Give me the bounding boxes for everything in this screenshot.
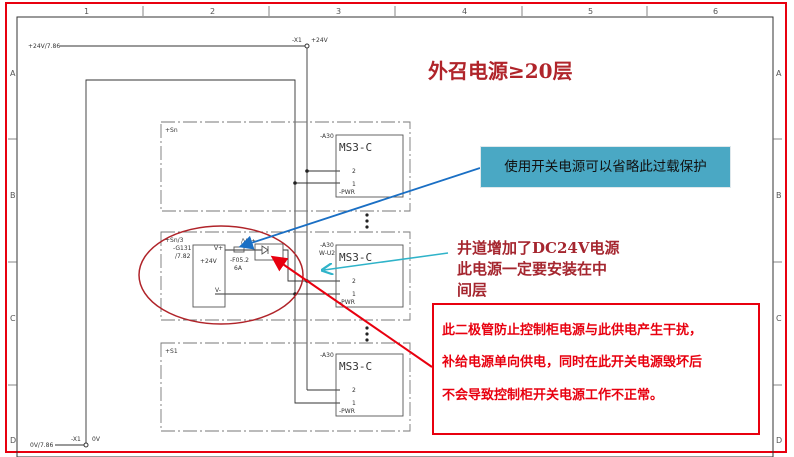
column-label: 4 (462, 7, 467, 16)
row-label: A (776, 69, 782, 78)
fuse-id: -F05.2 (230, 257, 249, 264)
pin-label: 1 (352, 291, 356, 298)
highlight-border (5, 2, 787, 453)
note-line: 补给电源单向供电，同时在此开关电源毁坏后 (442, 355, 703, 370)
overload-note: 使用开关电源可以省略此过载保护 (480, 146, 731, 188)
pin-group-label: -PWR (339, 299, 355, 306)
pin-label: 1 (352, 400, 356, 407)
row-label: B (776, 191, 782, 200)
column-label: 1 (84, 7, 89, 16)
terminal-icon (304, 43, 310, 49)
pin-label: 2 (352, 387, 356, 394)
pin-group-label: -PWR (339, 408, 355, 415)
module-name: MS3-C (339, 141, 372, 154)
highlight-ellipse (138, 225, 304, 325)
red-arrow (270, 255, 433, 368)
module-id: -A30 (320, 352, 334, 359)
terminal-id: -X1 (71, 436, 81, 443)
row-label: D (776, 436, 782, 445)
row-label: D (10, 436, 16, 445)
psu-vplus: V+ (214, 245, 223, 252)
pin-group-label: -PWR (339, 189, 355, 196)
column-label: 2 (210, 7, 215, 16)
row-label: C (776, 314, 782, 323)
column-label: 5 (588, 7, 593, 16)
modules (192, 134, 404, 417)
note-line: 井道增加了DC24V电源 (457, 239, 620, 257)
column-ticks (8, 6, 782, 386)
diode-note-box: 此二极管防止控制柜电源与此供电产生干扰， 补给电源单向供电，同时在此开关电源毁坏… (432, 303, 760, 435)
fuse-rating: 6A (234, 265, 243, 272)
module-name: MS3-C (339, 251, 372, 264)
module-id: -A30 (320, 133, 334, 140)
wiring (55, 45, 340, 446)
location-boxes (160, 121, 411, 432)
supply-bottom-label: 0V/7.86 (30, 442, 53, 449)
terminal-label: +24V (311, 37, 329, 44)
psu-ref: /7.82 (175, 253, 191, 260)
note-line: 此电源一定要安装在中 (457, 260, 608, 278)
junction-dots (293, 169, 369, 342)
drawing-frame (16, 16, 774, 457)
module-sub: W-U2 (319, 250, 335, 257)
psu-id: -G131 (173, 245, 192, 252)
column-label: 6 (713, 7, 718, 16)
pin-label: 1 (352, 181, 356, 188)
teal-arrow (324, 252, 449, 270)
psu-vminus: V- (215, 287, 221, 294)
row-label: A (10, 69, 16, 78)
blue-arrow (238, 167, 481, 250)
diagram-title: 外召电源≥20层 (428, 59, 573, 83)
row-label: C (10, 314, 16, 323)
location-label: +Sn (165, 127, 178, 134)
location-label: +S1 (165, 348, 178, 355)
pin-label: 2 (352, 168, 356, 175)
column-label: 3 (336, 7, 341, 16)
note-line: 间层 (457, 281, 488, 299)
supply-top-label: +24V/7.86 (28, 43, 60, 50)
terminal-id: -X1 (292, 37, 302, 44)
terminal-label: 0V (92, 436, 101, 443)
location-label: +Sn/3 (165, 237, 184, 244)
module-name: MS3-C (339, 360, 372, 373)
note-line: 此二极管防止控制柜电源与此供电产生干扰， (442, 323, 703, 338)
pin-label: 2 (352, 278, 356, 285)
row-label: B (10, 191, 16, 200)
module-id: -A30 (320, 242, 334, 249)
shaft-power-note: 井道增加了DC24V电源 此电源一定要安装在中 间层 (457, 238, 619, 301)
psu-voltage: +24V (200, 258, 218, 265)
terminal-icon (83, 442, 89, 448)
note-line: 不会导致控制柜开关电源工作不正常。 (442, 388, 664, 403)
